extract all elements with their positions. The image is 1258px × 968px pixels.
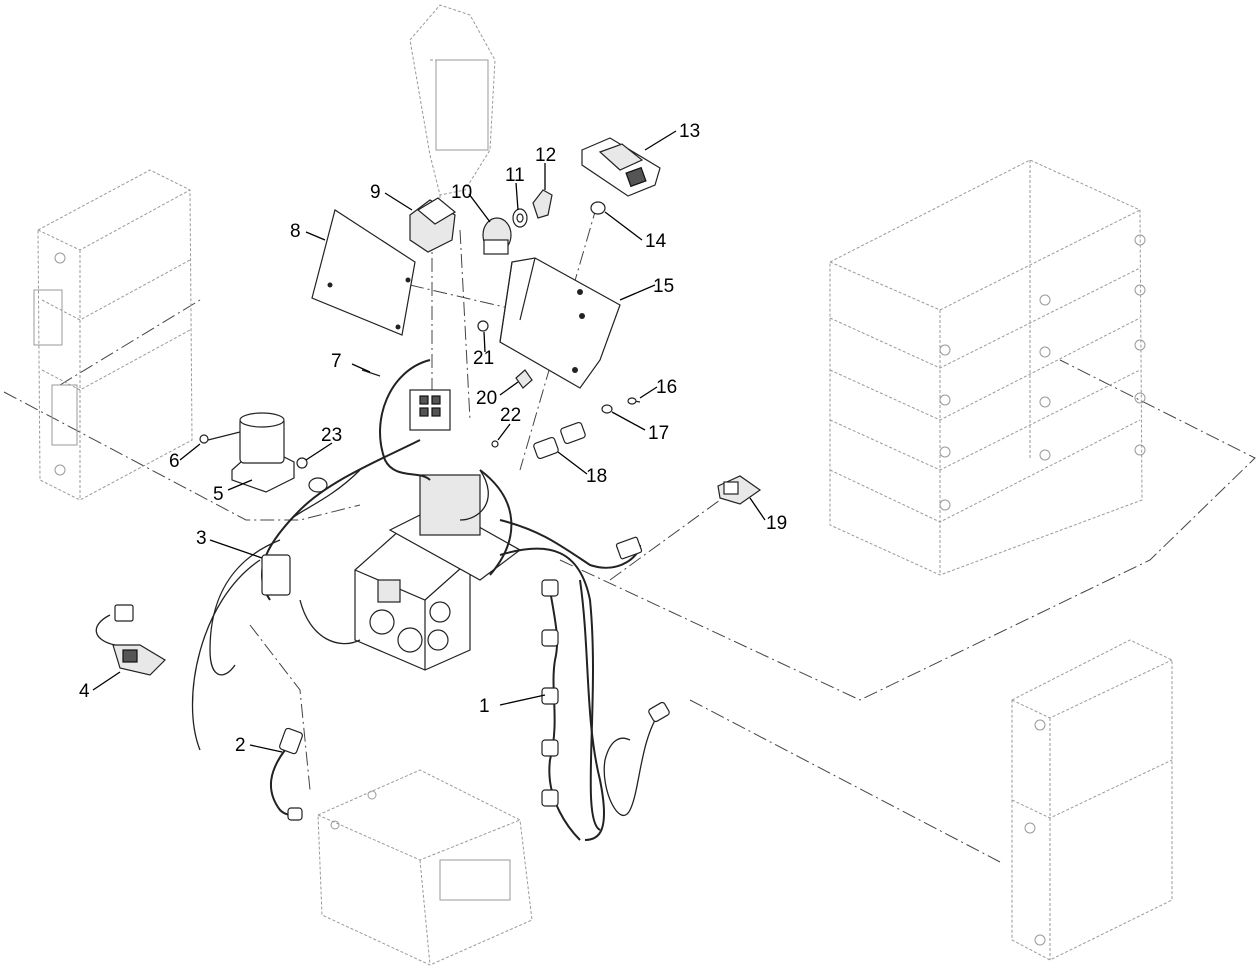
part-2-sensor-cable — [269, 727, 303, 821]
leader-lines — [92, 130, 766, 753]
callout-15: 15 — [653, 276, 674, 297]
part-9-switch — [409, 197, 457, 253]
callout-4: 4 — [79, 681, 90, 702]
part-4-switch-cable — [95, 604, 166, 676]
callout-23: 23 — [321, 425, 342, 446]
part-21-nut — [477, 320, 489, 332]
callout-17: 17 — [648, 423, 669, 444]
part-19-charger-connector — [717, 475, 762, 505]
callout-7: 7 — [331, 351, 342, 372]
part-6-washer — [199, 434, 209, 444]
callout-18: 18 — [586, 466, 607, 487]
callout-16: 16 — [656, 377, 677, 398]
part-15-mounting-bracket — [499, 257, 621, 389]
callout-12: 12 — [535, 145, 556, 166]
part-16-screw — [627, 397, 641, 405]
callout-8: 8 — [290, 221, 301, 242]
callout-9: 9 — [370, 182, 381, 203]
callout-2: 2 — [235, 735, 246, 756]
callout-19: 19 — [766, 513, 787, 534]
callout-6: 6 — [169, 451, 180, 472]
part-1-charging-harness — [541, 579, 670, 841]
reference-battery-left — [33, 169, 193, 501]
callout-20: 20 — [476, 388, 497, 409]
part-18-connector — [533, 421, 586, 460]
part-12-key — [532, 189, 553, 219]
callout-11: 11 — [505, 165, 525, 186]
reference-battery-bottom-right — [1011, 639, 1173, 961]
part-3-controller — [354, 389, 522, 671]
part-7-screw — [361, 369, 381, 377]
part-13-display — [581, 137, 661, 197]
part-23-nut — [296, 457, 328, 493]
reference-chassis-bottom — [317, 769, 533, 966]
part-14-grommet — [590, 201, 606, 215]
part-10-key-switch — [482, 217, 512, 255]
part-3-wiring-harness — [191, 359, 643, 831]
callout-5: 5 — [213, 484, 224, 505]
part-8-cover-plate — [311, 209, 416, 336]
reference-battery-stack-right — [829, 159, 1146, 576]
callout-14: 14 — [645, 231, 667, 252]
callout-1: 1 — [479, 696, 490, 717]
part-22-fastener — [491, 440, 499, 448]
part-20-clip — [515, 369, 533, 389]
callout-22: 22 — [500, 405, 521, 426]
part-5-solenoid — [207, 412, 295, 493]
part-17-washer — [601, 404, 613, 414]
callout-3: 3 — [196, 528, 207, 549]
callout-labels: 1 2 3 4 5 6 7 8 9 10 11 12 13 14 15 16 1… — [79, 121, 787, 756]
callout-13: 13 — [679, 121, 700, 142]
callout-10: 10 — [451, 182, 472, 203]
phantom-lines — [3, 204, 1256, 863]
callout-21: 21 — [473, 348, 494, 369]
part-11-nut — [512, 208, 528, 228]
